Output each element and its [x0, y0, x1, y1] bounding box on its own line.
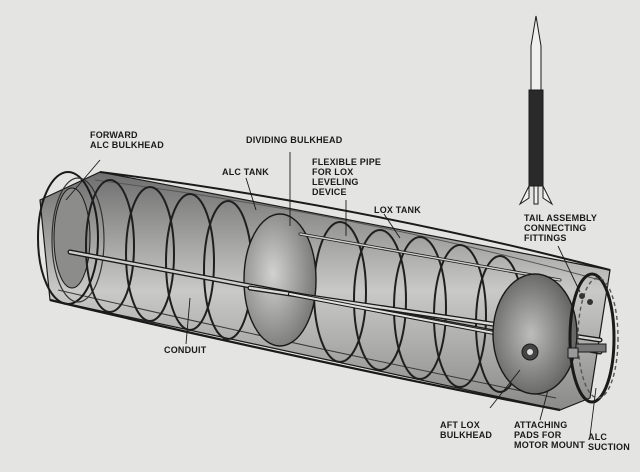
label-line: ALC	[588, 432, 608, 442]
label-flexible-pipe: FLEXIBLE PIPE FOR LOX LEVELING DEVICE	[312, 157, 381, 197]
label-line: FLEXIBLE PIPE	[312, 157, 382, 167]
label-alc-suction: ALC SUCTION	[588, 432, 630, 452]
label-line: CONDUIT	[164, 345, 207, 355]
aft-lox-bulkhead	[492, 273, 578, 395]
label-line: DIVIDING BULKHEAD	[246, 135, 343, 145]
dividing-bulkhead	[243, 213, 317, 347]
label-conduit: CONDUIT	[164, 345, 206, 355]
label-tail-assembly: TAIL ASSEMBLY CONNECTING FITTINGS	[524, 213, 597, 243]
label-line: AFT LOX	[440, 420, 480, 430]
label-line: TAIL ASSEMBLY	[524, 213, 598, 223]
label-line: MOTOR MOUNT	[514, 440, 586, 450]
label-aft-lox-bulkhead: AFT LOX BULKHEAD	[440, 420, 492, 440]
label-line: FORWARD	[90, 130, 138, 140]
rocket-silhouette-icon	[518, 15, 554, 206]
label-dividing-bulkhead: DIVIDING BULKHEAD	[246, 135, 342, 145]
label-attaching-pads: ATTACHING PADS FOR MOTOR MOUNT	[514, 420, 585, 450]
label-line: FOR LOX	[312, 167, 354, 177]
label-line: SUCTION	[588, 442, 630, 452]
leader-lines	[65, 152, 597, 437]
tail-ring	[567, 272, 619, 404]
tank-shell	[39, 171, 611, 412]
label-alc-tank: ALC TANK	[222, 167, 269, 177]
label-line: DEVICE	[312, 187, 347, 197]
label-line: LEVELING	[312, 177, 359, 187]
label-line: ATTACHING	[514, 420, 568, 430]
label-line: FITTINGS	[524, 233, 567, 243]
label-line: BULKHEAD	[440, 430, 493, 440]
label-line: CONNECTING	[524, 223, 587, 233]
label-line: PADS FOR	[514, 430, 562, 440]
label-forward-alc-bulkhead: FORWARD ALC BULKHEAD	[90, 130, 164, 150]
forward-end-rings	[37, 171, 105, 305]
label-line: ALC TANK	[222, 167, 269, 177]
label-line: ALC BULKHEAD	[90, 140, 164, 150]
label-lox-tank: LOX TANK	[374, 205, 421, 215]
label-line: LOX TANK	[374, 205, 421, 215]
